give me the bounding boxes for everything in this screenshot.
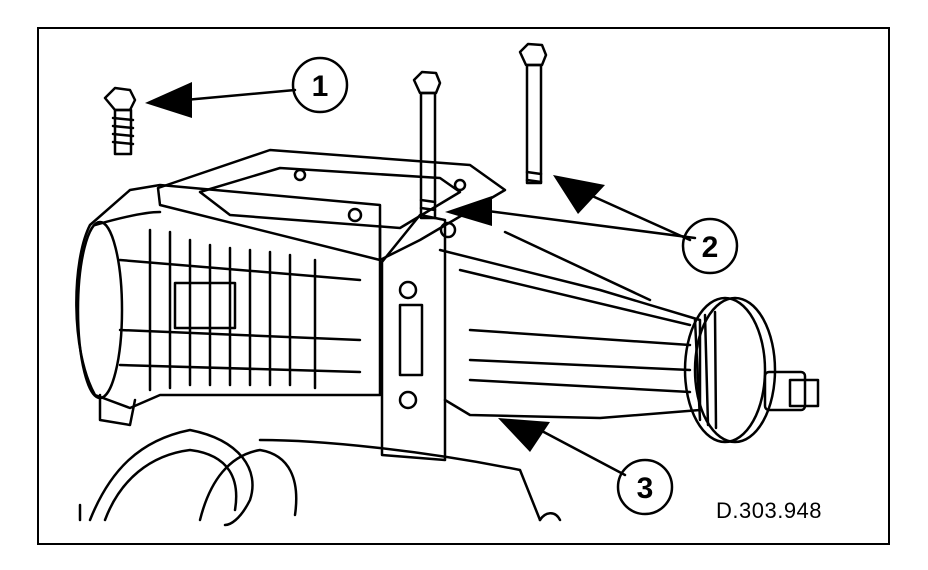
arrow-3-icon bbox=[498, 418, 550, 452]
outlet-flange-drawing bbox=[156, 148, 507, 262]
callout-1-label: 1 bbox=[312, 70, 329, 103]
callout-3-circle bbox=[616, 458, 674, 516]
leader-lines bbox=[183, 88, 697, 477]
rotor-housing-drawing bbox=[75, 183, 382, 427]
callout-2-label: 2 bbox=[702, 231, 719, 264]
arrow-1-icon bbox=[145, 82, 192, 118]
drive-housing-drawing bbox=[438, 230, 702, 420]
mounting-bracket-drawing bbox=[380, 213, 457, 462]
callout-2-circle bbox=[681, 217, 739, 275]
callout-3-label: 3 bbox=[637, 472, 654, 505]
bolt-2b-drawing bbox=[518, 42, 548, 185]
pulley-drawing bbox=[683, 296, 820, 444]
arrow-2a-icon bbox=[445, 196, 492, 226]
arrow-2b-icon bbox=[553, 175, 605, 214]
intake-manifold-drawing bbox=[78, 428, 562, 527]
bolt-2a-drawing bbox=[412, 70, 442, 220]
bolt-1-drawing bbox=[103, 86, 137, 156]
callout-1-circle bbox=[291, 56, 349, 114]
figure-reference-code: D.303.948 bbox=[716, 498, 823, 523]
